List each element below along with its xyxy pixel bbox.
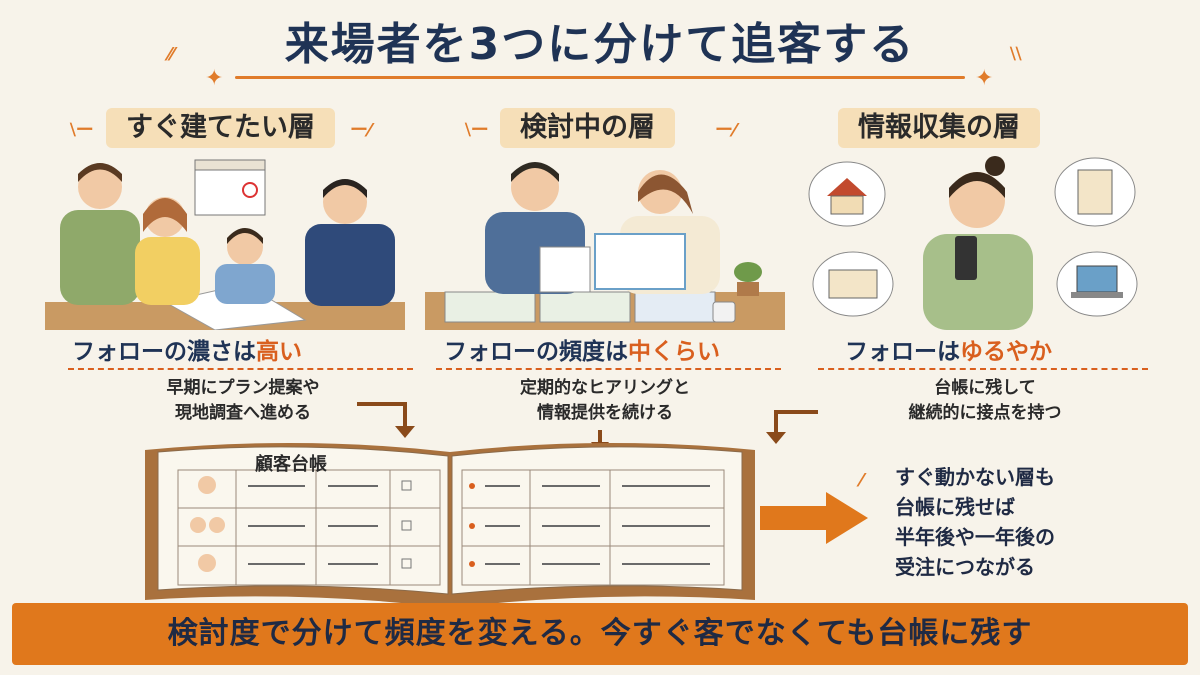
segment-label-warm: 検討中の層 [500, 108, 675, 148]
desc-line: 定期的なヒアリングと [520, 378, 690, 398]
arrow-right-icon [760, 492, 868, 544]
message-line: すぐ動かない層も [895, 465, 1055, 489]
calendar-icon [194, 159, 266, 216]
laptop-icon [1056, 251, 1138, 317]
desc-line: 早期にプラン提案や [166, 378, 320, 398]
desc-line: 継続的に接点を持つ [908, 403, 1062, 423]
follow-accent: 高い [256, 339, 302, 365]
follow-level-cold: フォローはゆるやか [845, 332, 1052, 366]
house-icon [808, 161, 886, 227]
ledger-benefit-message: すぐ動かない層も 台帳に残せば 半年後や一年後の 受注につながる [895, 462, 1055, 582]
message-line: 受注につながる [895, 555, 1035, 579]
title-underline [235, 76, 965, 79]
message-line: 台帳に残せば [895, 495, 1015, 519]
emphasis-rays-icon: ー⁄ [715, 120, 737, 141]
clipboard-icon [1054, 157, 1136, 227]
segment-label-cold: 情報収集の層 [838, 108, 1040, 148]
follow-accent: ゆるやか [960, 339, 1052, 365]
emphasis-rays-icon: ⧵ー [465, 120, 489, 141]
sparkle-rays-icon: ⧵⧵ [1010, 44, 1022, 65]
sparkle-icon: ✦ [205, 66, 224, 91]
arrow-down-icon [357, 402, 415, 438]
sparkle-rays-icon: ⁄⁄ [168, 44, 175, 65]
desc-line: 台帳に残して [934, 378, 1036, 398]
follow-prefix: フォローの頻度は [444, 339, 628, 365]
open-book-icon [812, 251, 894, 317]
dashed-divider [68, 368, 413, 370]
message-line: 半年後や一年後の [895, 525, 1055, 549]
page-title: 来場者を3つに分けて追客する [284, 19, 916, 70]
couple-reading-illustration [425, 162, 785, 330]
segment-label-hot: すぐ建てたい層 [106, 108, 335, 148]
desc-line: 現地調査へ進める [175, 403, 311, 423]
segment-description-warm: 定期的なヒアリングと 情報提供を続ける [440, 376, 770, 426]
sparkle-icon: ✦ [975, 66, 994, 91]
follow-prefix: フォローは [845, 339, 960, 365]
follow-level-warm: フォローの頻度は中くらい [444, 332, 720, 366]
emphasis-rays-icon: ー⁄ [350, 120, 372, 141]
smartphone-icon [955, 236, 977, 280]
customer-ledger-book [145, 442, 755, 608]
emphasis-rays-icon: ⁄ [860, 470, 864, 491]
emphasis-rays-icon: ⧵ー [70, 120, 94, 141]
ledger-title: 顧客台帳 [255, 454, 327, 475]
segment-description-cold: 台帳に残して 継続的に接点を持つ [830, 376, 1140, 426]
follow-accent: 中くらい [628, 339, 720, 365]
info-gathering-illustration [808, 156, 1138, 330]
arrow-down-icon [766, 410, 818, 444]
family-meeting-illustration [45, 159, 405, 330]
follow-level-hot: フォローの濃さは高い [72, 332, 302, 366]
summary-banner-text: 検討度で分けて頻度を変える。今すぐ客でなくても台帳に残す [167, 616, 1033, 651]
segment-description-hot: 早期にプラン提案や 現地調査へ進める [88, 376, 398, 426]
plant-icon [734, 262, 762, 296]
dashed-divider [818, 368, 1148, 370]
summary-banner: 検討度で分けて頻度を変える。今すぐ客でなくても台帳に残す [12, 603, 1188, 665]
dashed-divider [436, 368, 781, 370]
desc-line: 情報提供を続ける [537, 403, 673, 423]
follow-prefix: フォローの濃さは [72, 339, 256, 365]
coffee-cup-icon [712, 301, 736, 323]
